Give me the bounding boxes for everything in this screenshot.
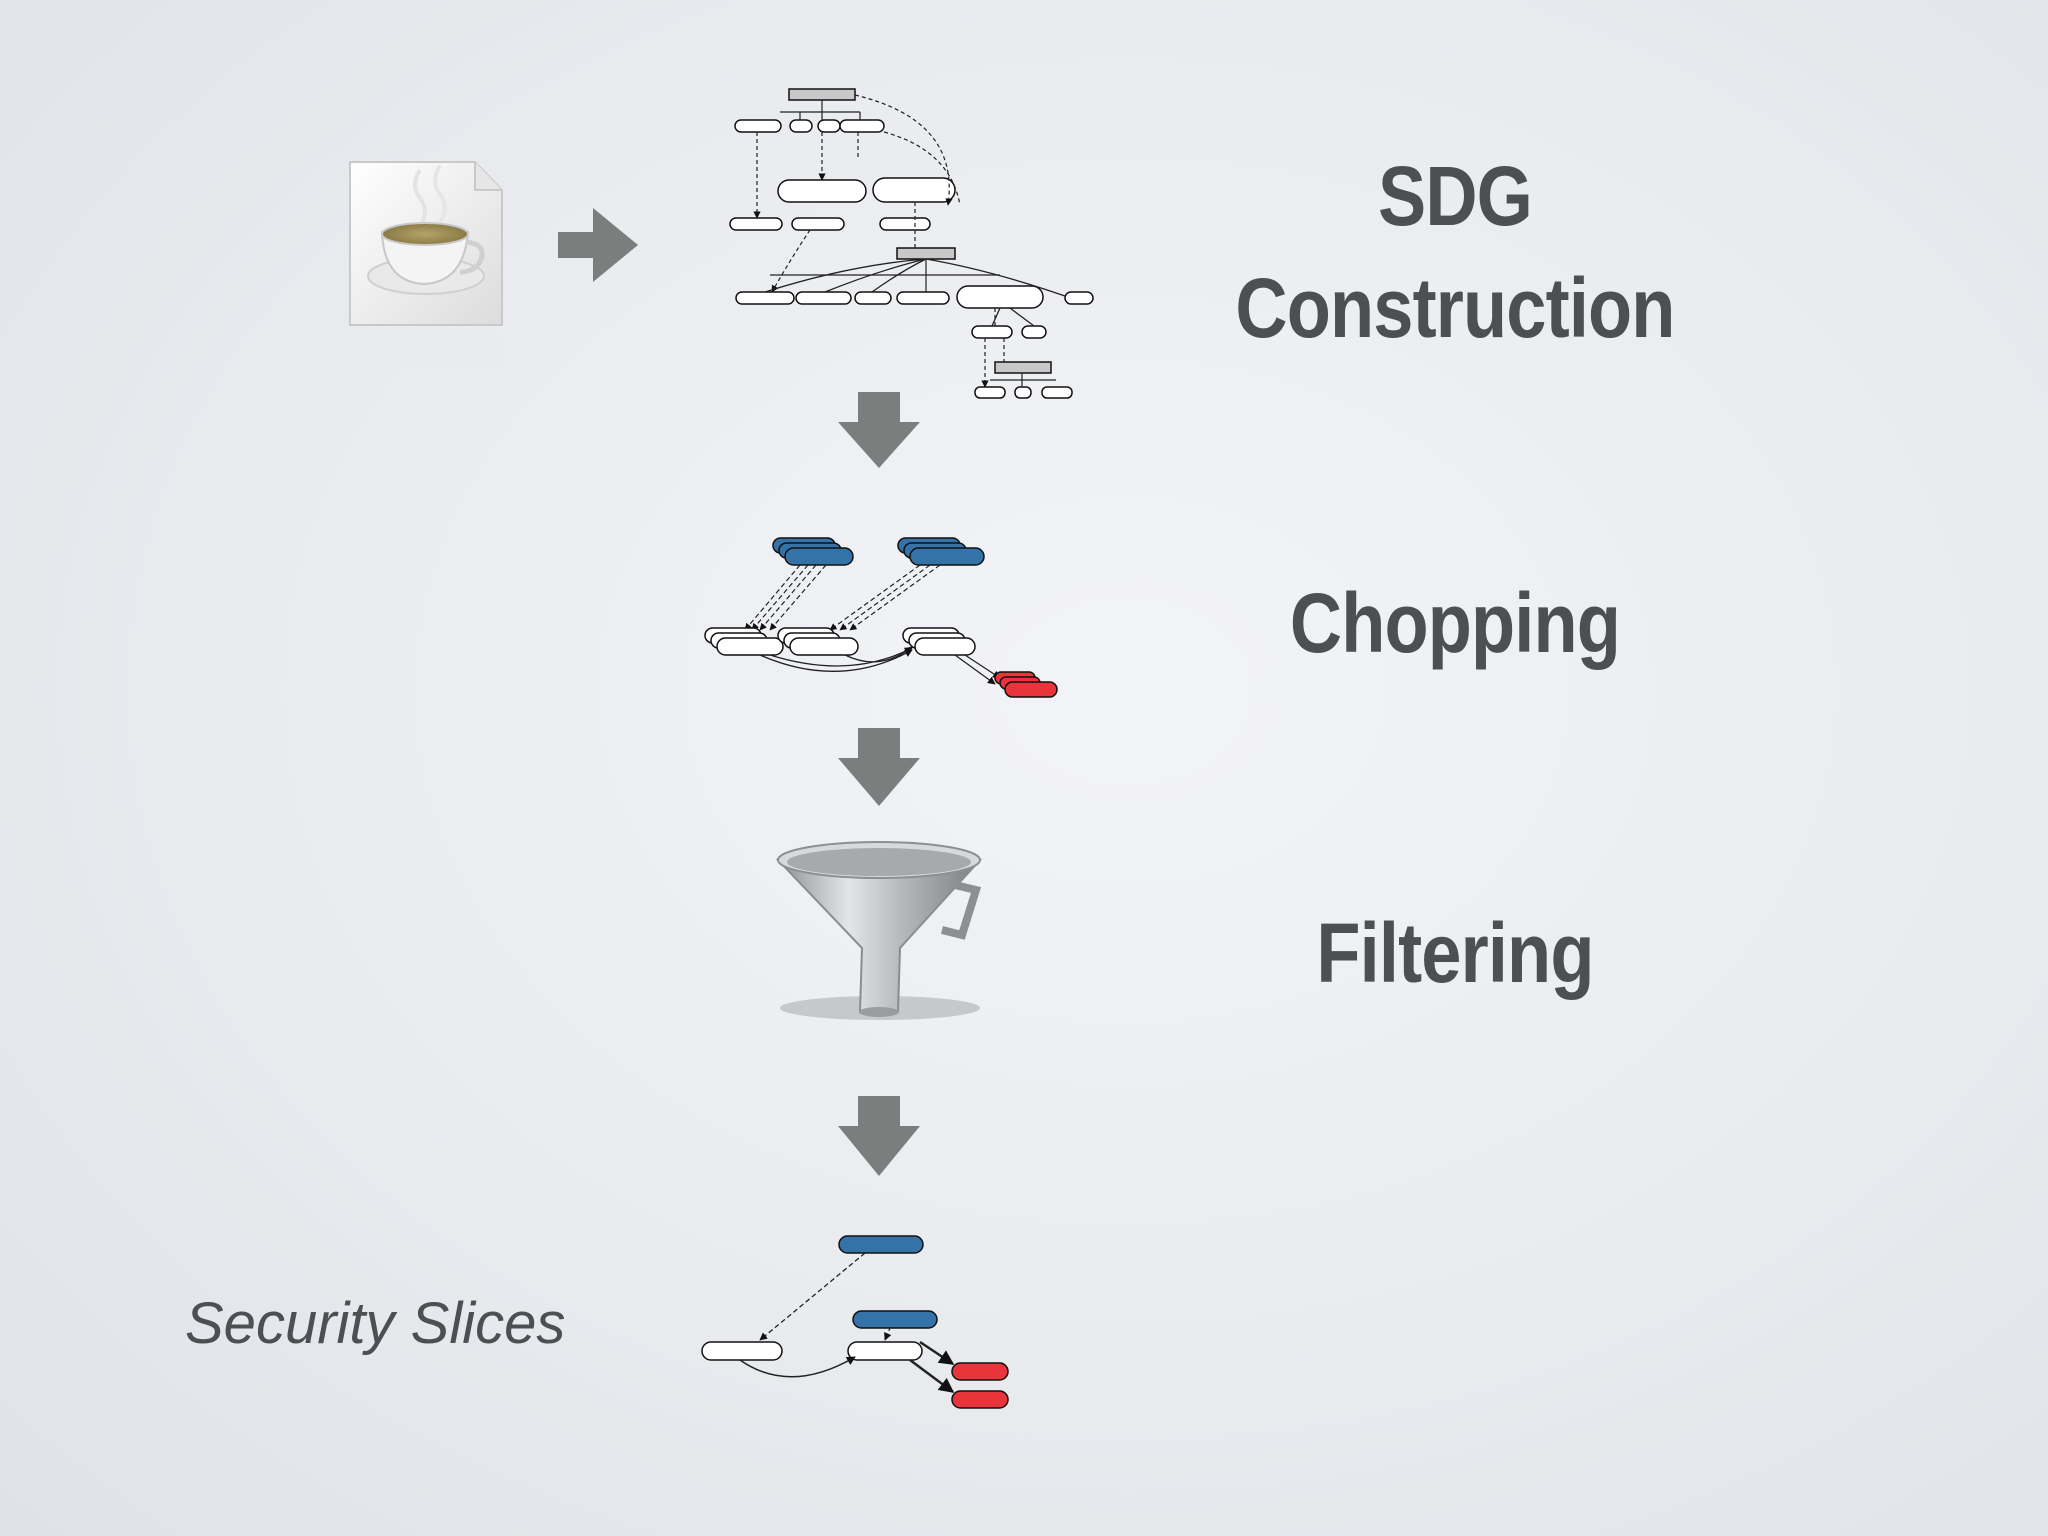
filtering-label: Filtering [1316,906,1594,1000]
funnel-icon [775,841,983,1020]
sdg-graph [729,88,1094,399]
security-slices-label: Security Slices [185,1291,566,1356]
down-arrow-icon [838,1096,920,1176]
chopping-label: Chopping [1289,576,1621,670]
sdg-label-line2: Construction [1235,261,1675,355]
down-arrow-icon [838,728,920,806]
java-file-icon [349,161,503,370]
sdg-construction-label: SDG Construction [1176,140,1735,364]
chopping-graph [704,537,1058,698]
right-arrow-icon [558,208,638,282]
sdg-label-line1: SDG [1378,149,1533,243]
security-slice-graph [701,1235,1009,1409]
down-arrow-icon [838,392,920,468]
